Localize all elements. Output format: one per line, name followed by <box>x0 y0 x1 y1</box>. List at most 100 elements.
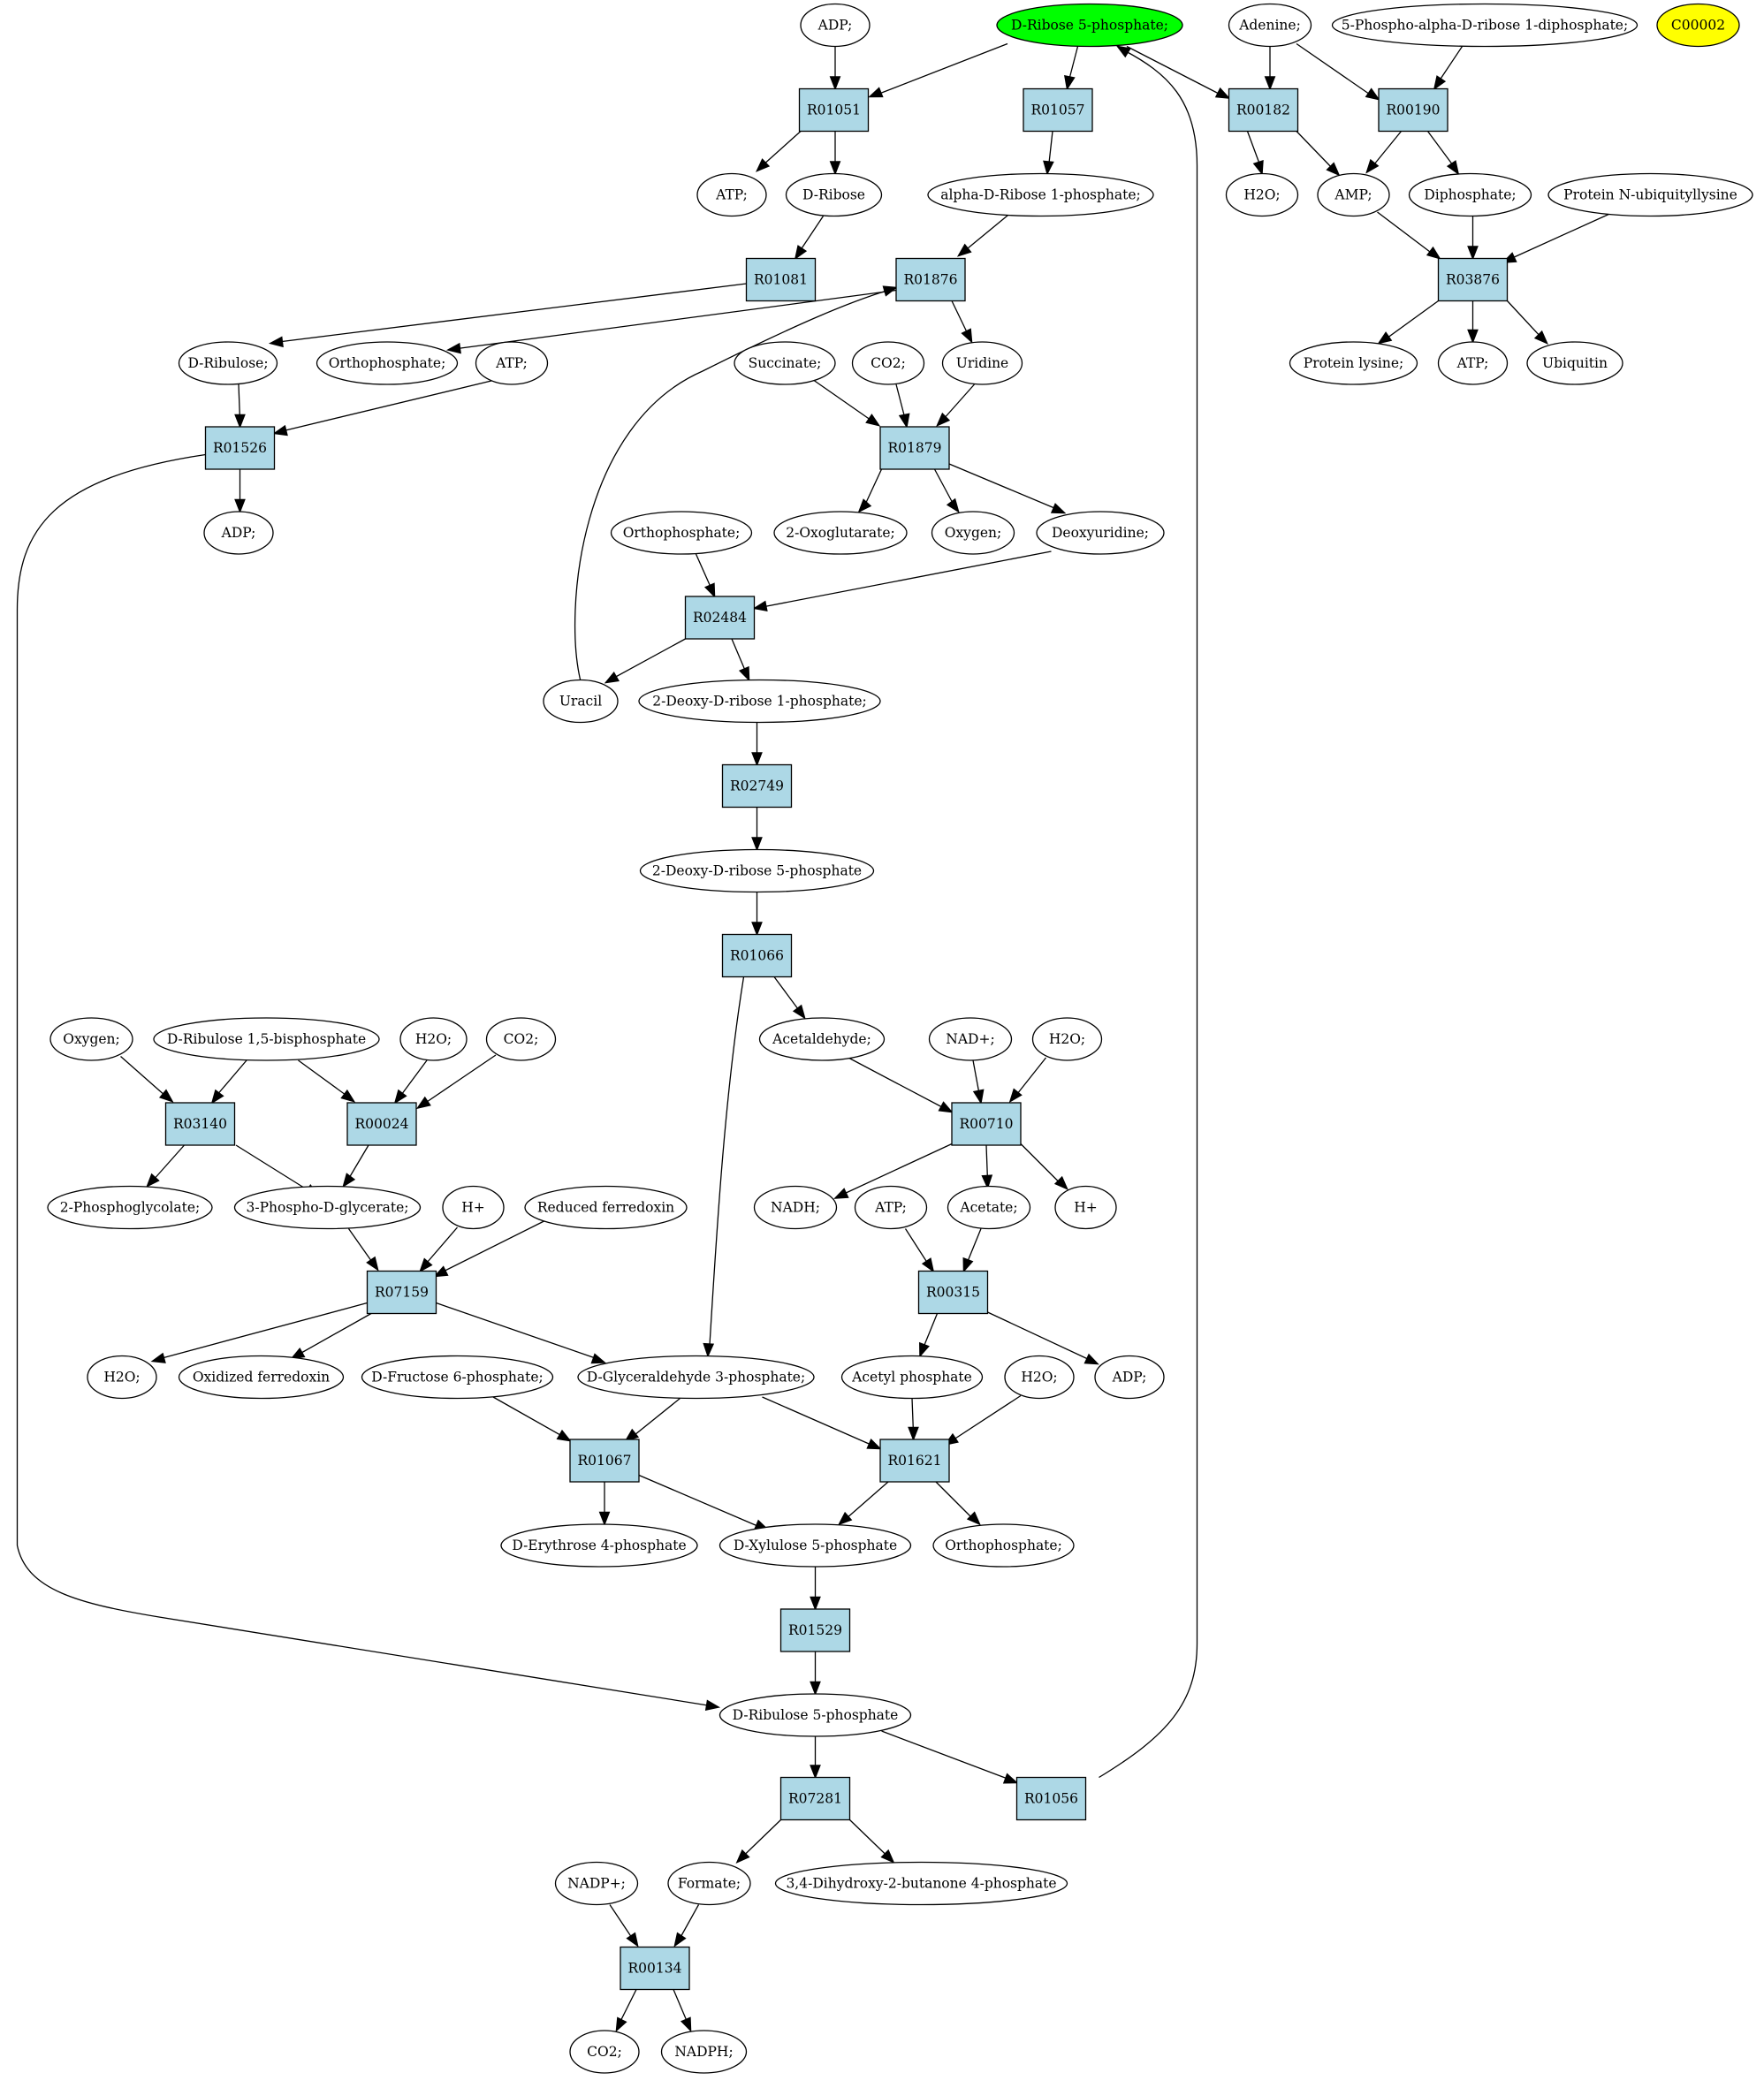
compound-node[interactable]: Acetaldehyde; <box>758 1017 886 1061</box>
reaction-node[interactable]: R01066 <box>721 933 793 978</box>
compound-node[interactable]: CO2; <box>569 2030 640 2074</box>
compound-ellipse <box>928 1017 1013 1061</box>
reaction-node[interactable]: R02484 <box>684 596 756 640</box>
compound-node[interactable]: D-Ribose <box>785 172 883 217</box>
compound-node[interactable]: D-Ribulose 1,5-bisphosphate <box>153 1017 380 1061</box>
compound-node[interactable]: H+ <box>1054 1185 1117 1230</box>
compound-ellipse <box>610 511 753 555</box>
compound-node[interactable]: D-Ribulose; <box>178 341 278 385</box>
edge-arrow <box>1064 47 1078 91</box>
reaction-node[interactable]: R01529 <box>779 1608 851 1652</box>
compound-node[interactable]: NADH; <box>753 1185 838 1230</box>
compound-ellipse <box>1094 1355 1165 1400</box>
compound-node[interactable]: Protein N-ubiquityllysine <box>1547 172 1753 217</box>
compound-node[interactable]: C00002 <box>1656 3 1740 48</box>
compound-node[interactable]: Reduced ferredoxin <box>524 1185 688 1230</box>
compound-node[interactable]: Diphosphate; <box>1408 172 1532 217</box>
compound-node[interactable]: AMP; <box>1317 172 1390 217</box>
compound-node[interactable]: Succinate; <box>734 341 836 385</box>
compound-node[interactable]: ADP; <box>1094 1355 1165 1400</box>
compound-node[interactable]: 2-Phosphoglycolate; <box>47 1185 213 1230</box>
compound-node[interactable]: H2O; <box>399 1017 468 1061</box>
edge-arrow <box>598 1482 611 1527</box>
compound-node[interactable]: ATP; <box>696 172 767 217</box>
compound-node[interactable]: 3,4-Dihydroxy-2-butanone 4-phosphate <box>774 1861 1068 1906</box>
edge-arrow <box>857 469 882 513</box>
compound-node[interactable]: ATP; <box>475 341 549 385</box>
compound-node[interactable]: Ubiquitin <box>1526 341 1623 385</box>
reaction-label: R07159 <box>375 1285 429 1301</box>
compound-node[interactable]: D-Xylulose 5-phosphate <box>719 1523 912 1568</box>
compound-node[interactable]: 2-Oxoglutarate; <box>773 511 908 555</box>
compound-node[interactable]: H+ <box>442 1185 505 1230</box>
compound-node[interactable]: NADPH; <box>660 2030 748 2074</box>
compound-node[interactable]: Deoxyuridine; <box>1036 511 1165 555</box>
reaction-node[interactable]: R00315 <box>917 1270 989 1315</box>
compound-label: alpha-D-Ribose 1-phosphate; <box>940 187 1141 203</box>
edge-arrow <box>735 1820 781 1864</box>
reaction-node[interactable]: R03140 <box>164 1102 236 1146</box>
compound-node[interactable]: Acetyl phosphate <box>840 1355 984 1400</box>
compound-node[interactable]: H2O; <box>1225 172 1299 217</box>
compound-label: NADPH; <box>674 2044 733 2060</box>
compound-label: D-Glyceraldehyde 3-phosphate; <box>587 1370 805 1386</box>
compound-node[interactable]: D-Erythrose 4-phosphate <box>500 1523 698 1568</box>
compound-node[interactable]: CO2; <box>485 1017 557 1061</box>
reaction-node[interactable]: R01526 <box>204 426 276 470</box>
reaction-node[interactable]: R01067 <box>569 1439 640 1483</box>
compound-node[interactable]: D-Ribose 5-phosphate; <box>996 3 1183 48</box>
compound-node[interactable]: NADP+; <box>554 1861 639 1906</box>
compound-node[interactable]: Orthophosphate; <box>316 341 459 385</box>
compound-node[interactable]: Uracil <box>543 679 619 724</box>
compound-node[interactable]: 2-Deoxy-D-ribose 1-phosphate; <box>638 679 881 724</box>
reaction-node[interactable]: R07159 <box>366 1270 437 1315</box>
compound-node[interactable]: Acetate; <box>947 1185 1031 1230</box>
compound-node[interactable]: H2O; <box>1004 1355 1075 1400</box>
compound-node[interactable]: D-Fructose 6-phosphate; <box>361 1355 554 1400</box>
compound-node[interactable]: H2O; <box>1031 1017 1103 1061</box>
compound-ellipse <box>361 1355 554 1400</box>
reaction-node[interactable]: R02749 <box>721 763 793 809</box>
reaction-node[interactable]: R01621 <box>879 1439 950 1483</box>
compound-node[interactable]: ATP; <box>1437 341 1509 385</box>
compound-ellipse <box>840 1355 984 1400</box>
reaction-node[interactable]: R01056 <box>1015 1776 1087 1821</box>
compound-label: ADP; <box>817 18 853 34</box>
reaction-node[interactable]: R00182 <box>1228 87 1299 133</box>
reaction-node[interactable]: R01051 <box>798 87 870 133</box>
compound-node[interactable]: CO2; <box>851 341 925 385</box>
compound-node[interactable]: ADP; <box>203 511 274 555</box>
compound-node[interactable]: ADP; <box>800 3 871 48</box>
compound-node[interactable]: Protein lysine; <box>1289 341 1418 385</box>
reaction-node[interactable]: R01057 <box>1023 87 1093 133</box>
reaction-node[interactable]: R00710 <box>951 1102 1022 1146</box>
reaction-node[interactable]: R00134 <box>620 1946 690 1991</box>
compound-node[interactable]: Orthophosphate; <box>932 1523 1075 1568</box>
compound-node[interactable]: ATP; <box>854 1185 928 1230</box>
compound-node[interactable]: Oxidized ferredoxin <box>178 1355 345 1400</box>
compound-node[interactable]: 3-Phospho-D-glycerate; <box>233 1185 422 1230</box>
reaction-box <box>164 1102 236 1146</box>
reaction-node[interactable]: R01876 <box>895 257 966 302</box>
compound-node[interactable]: Adenine; <box>1228 3 1312 48</box>
compound-label: Oxidized ferredoxin <box>193 1370 330 1386</box>
compound-node[interactable]: D-Ribulose 5-phosphate <box>719 1693 912 1737</box>
reaction-node[interactable]: R01879 <box>879 426 950 470</box>
compound-node[interactable]: Uridine <box>941 341 1023 385</box>
compound-node[interactable]: D-Glyceraldehyde 3-phosphate; <box>577 1355 815 1400</box>
reaction-node[interactable]: R00024 <box>346 1102 417 1146</box>
reaction-node[interactable]: R03876 <box>1437 257 1509 302</box>
compound-node[interactable]: Oxygen; <box>49 1017 133 1061</box>
compound-node[interactable]: NAD+; <box>928 1017 1013 1061</box>
compound-node[interactable]: Orthophosphate; <box>610 511 753 555</box>
compound-label: ATP; <box>874 1200 907 1216</box>
compound-node[interactable]: Oxygen; <box>931 511 1015 555</box>
reaction-node[interactable]: R01081 <box>745 257 817 302</box>
reaction-node[interactable]: R07281 <box>779 1776 851 1821</box>
compound-node[interactable]: 2-Deoxy-D-ribose 5-phosphate <box>639 848 875 893</box>
compound-node[interactable]: 5-Phospho-alpha-D-ribose 1-diphosphate; <box>1331 3 1639 48</box>
reaction-node[interactable]: R00190 <box>1378 87 1448 133</box>
compound-node[interactable]: Formate; <box>667 1861 751 1906</box>
compound-node[interactable]: alpha-D-Ribose 1-phosphate; <box>927 172 1154 217</box>
compound-node[interactable]: H2O; <box>87 1355 157 1400</box>
